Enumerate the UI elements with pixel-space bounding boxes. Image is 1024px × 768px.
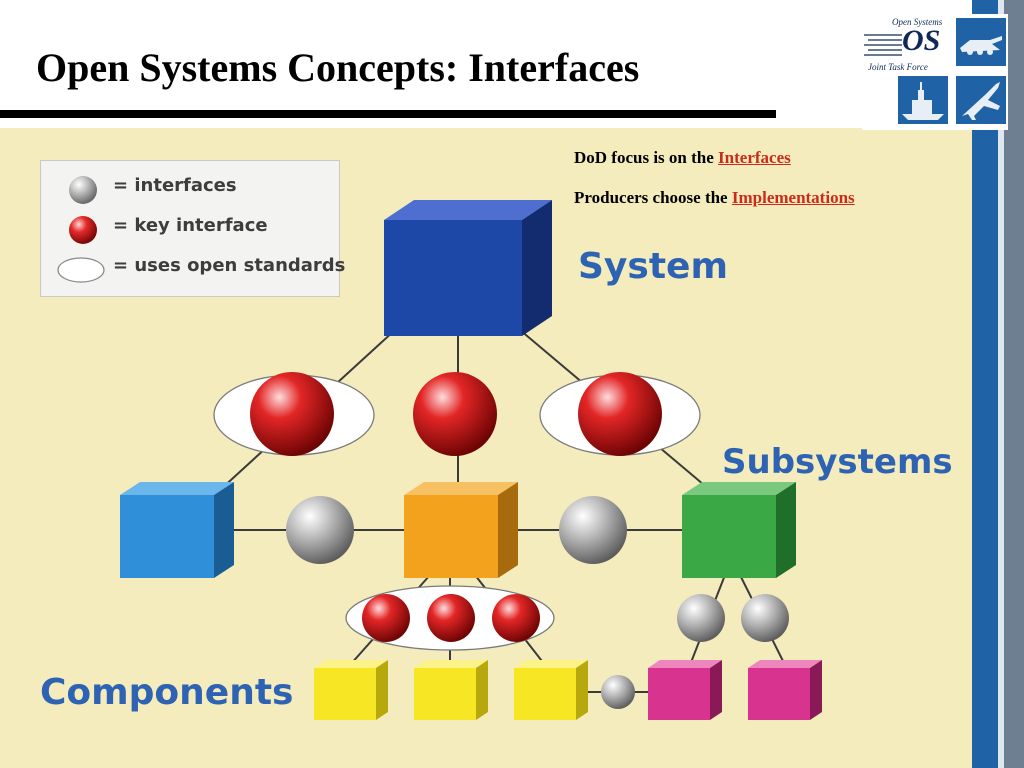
interfaces-link[interactable]: Interfaces <box>718 148 791 167</box>
caption-implementations-prefix: Producers choose the <box>574 188 732 207</box>
legend-label: = key interface <box>113 215 268 236</box>
key-interface-sphere <box>427 594 475 642</box>
system-cube <box>384 200 552 336</box>
component-cube-yellow <box>414 660 488 720</box>
bar-stripe-gray <box>1004 0 1024 768</box>
key-interfaces <box>250 372 662 456</box>
legend-item-key-interface: = key interface <box>41 211 339 247</box>
red-sphere-icon <box>69 216 97 244</box>
caption-implementations: Producers choose the Implementations <box>574 188 855 208</box>
open-ellipse-icon <box>57 257 105 283</box>
subsystem-interfaces <box>286 496 627 564</box>
component-cube-pink <box>748 660 822 720</box>
legend-label: = interfaces <box>113 175 237 196</box>
page-title: Open Systems Concepts: Interfaces <box>36 45 640 90</box>
key-interface-sphere <box>250 372 334 456</box>
key-interface-sphere <box>492 594 540 642</box>
jet-icon <box>956 76 1006 124</box>
key-interface-sphere <box>362 594 410 642</box>
interface-sphere <box>601 675 635 709</box>
title-underline <box>0 110 776 118</box>
system-label: System <box>578 246 728 287</box>
interface-sphere <box>741 594 789 642</box>
components-label: Components <box>40 672 294 713</box>
subsystem-cube-green <box>682 482 796 578</box>
gray-sphere-icon <box>69 176 97 204</box>
caption-interfaces-prefix: DoD focus is on the <box>574 148 719 167</box>
subsystems-label: Subsystems <box>722 442 953 482</box>
bar-stripe-light <box>998 0 1004 768</box>
legend-item-open-standards: = uses open standards <box>41 251 345 287</box>
subsystem-cube-blue <box>120 482 234 578</box>
legend-label: = uses open standards <box>113 255 346 276</box>
ship-icon <box>898 76 948 124</box>
component-key-interfaces <box>362 594 540 642</box>
key-interface-sphere <box>413 372 497 456</box>
subsystem-cube-orange <box>404 482 518 578</box>
component-cube-yellow <box>314 660 388 720</box>
component-interfaces <box>601 594 789 709</box>
key-interface-sphere <box>578 372 662 456</box>
interface-sphere <box>677 594 725 642</box>
jtf-logo: Open Systems OS Joint Task Force <box>862 14 1008 130</box>
interface-sphere <box>559 496 627 564</box>
logo-speed-lines-icon <box>864 34 902 56</box>
component-cube-yellow <box>514 660 588 720</box>
legend-item-interfaces: = interfaces <box>41 171 339 207</box>
component-cube-pink <box>648 660 722 720</box>
implementations-link[interactable]: Implementations <box>731 188 855 207</box>
logo-mark: OS <box>902 24 941 57</box>
caption-interfaces: DoD focus is on the Interfaces <box>574 148 791 168</box>
tank-icon <box>956 18 1006 66</box>
logo-top-text: Open Systems <box>892 17 943 27</box>
architecture-diagram <box>120 200 822 720</box>
legend-box: = interfaces = key interface = uses open… <box>40 160 345 297</box>
interface-sphere <box>286 496 354 564</box>
logo-bottom-text: Joint Task Force <box>868 62 928 72</box>
